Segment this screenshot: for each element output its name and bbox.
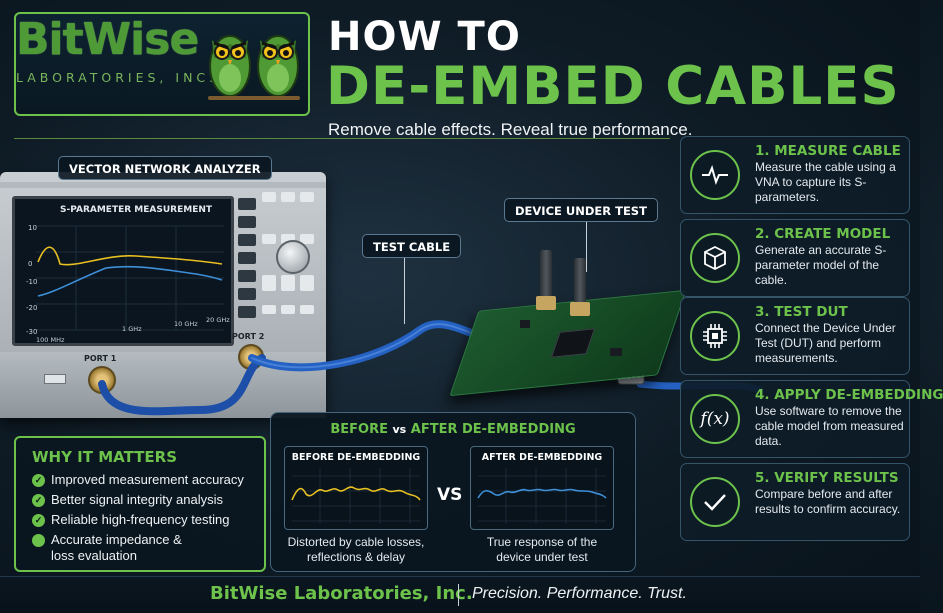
callout-test-cable: TEST CABLE: [362, 234, 462, 258]
why-title: WHY IT MATTERS: [32, 448, 177, 466]
before-chart-title: BEFORE DE-EMBEDDING: [291, 452, 421, 463]
step-measure-cable: 1. MEASURE CABLE Measure the cable using…: [680, 136, 910, 214]
vna-top-bezel: [0, 182, 326, 188]
checkmark-icon: [690, 477, 740, 527]
logo-subtitle: LABORATORIES, INC.: [16, 70, 218, 85]
why-item: ✓Accurate impedance & loss evaluation: [25, 532, 182, 563]
check-icon: ✓: [32, 494, 45, 507]
before-chart: [284, 446, 428, 530]
vna-xtick: 1 GHz: [122, 325, 142, 333]
footer-brand: BitWise Laboratories, Inc.: [210, 583, 473, 604]
vna-ytick: -30: [26, 328, 38, 336]
dut-probe: [574, 258, 586, 306]
owl-mascot-icon: [208, 35, 300, 100]
check-icon: ✓: [32, 514, 45, 527]
step-apply-de-embedding: f(x) 4. APPLY DE-EMBEDDING Use software …: [680, 380, 943, 458]
step-title: 4. APPLY DE-EMBEDDING: [755, 387, 943, 403]
step-title: 5. VERIFY RESULTS: [755, 470, 899, 486]
after-chart-title: AFTER DE-EMBEDDING: [481, 452, 603, 463]
dut-component: [610, 348, 622, 356]
check-icon: ✓: [25, 534, 45, 547]
step-title: 1. MEASURE CABLE: [755, 143, 901, 159]
dut-sma-connector: [536, 296, 556, 310]
logo-wordmark: BitWise: [16, 14, 199, 65]
callout-line: [404, 258, 405, 324]
after-caption: True response of the device under test: [486, 535, 598, 564]
step-desc: Compare before and after results to conf…: [755, 487, 901, 516]
after-chart: [470, 446, 614, 530]
function-icon: f(x): [690, 394, 740, 444]
step-verify-results: 5. VERIFY RESULTS Compare before and aft…: [680, 463, 910, 541]
before-caption: Distorted by cable losses, reflections &…: [287, 535, 425, 564]
before-chart-plot: [291, 468, 421, 524]
callout-line: [586, 222, 587, 272]
footer-bar: [0, 576, 920, 613]
vna-xtick: 10 GHz: [174, 320, 198, 328]
why-item: ✓Reliable high-frequency testing: [32, 512, 262, 528]
vna-power-button: [44, 374, 66, 384]
vna-ytick: -20: [26, 304, 38, 312]
callout-vna: VECTOR NETWORK ANALYZER: [58, 156, 272, 180]
callout-dut: DEVICE UNDER TEST: [504, 198, 658, 222]
page-subtitle: Remove cable effects. Reveal true perfor…: [328, 120, 693, 139]
vna-ytick: 10: [28, 224, 37, 232]
vna-port2-label: PORT 2: [232, 332, 265, 341]
why-it-matters-panel: [14, 436, 266, 572]
dut-sma-connector: [570, 302, 590, 316]
footer-tagline: Precision. Performance. Trust.: [472, 585, 687, 602]
vna-plot: [36, 225, 224, 331]
dut-component: [520, 320, 530, 328]
why-item: ✓Improved measurement accuracy: [32, 472, 262, 488]
before-after-title: BEFORE vs AFTER DE-EMBEDDING: [330, 422, 576, 437]
vna-xtick: 100 MHz: [36, 336, 65, 344]
vna-softkeys: [238, 198, 256, 338]
page-title-line2: DE-EMBED CABLES: [326, 56, 900, 117]
step-desc: Measure the cable using a VNA to capture…: [755, 160, 896, 204]
vna-knob: [276, 240, 310, 274]
vna-keypad-lower: [262, 282, 318, 322]
step-title: 3. TEST DUT: [755, 304, 848, 320]
title-divider: [14, 138, 670, 139]
step-desc: Use software to remove the cable model f…: [755, 404, 904, 448]
waveform-icon: [690, 150, 740, 200]
why-item: ✓Better signal integrity analysis: [32, 492, 262, 508]
check-icon: ✓: [32, 474, 45, 487]
cube-icon: [690, 233, 740, 283]
vna-keypad: [262, 192, 318, 312]
vs-label: VS: [437, 485, 463, 505]
vna-ytick: 0: [28, 260, 33, 268]
step-desc: Generate an accurate S-parameter model o…: [755, 243, 887, 287]
step-title: 2. CREATE MODEL: [755, 226, 891, 242]
step-test-dut: 3. TEST DUT Connect the Device Under Tes…: [680, 297, 910, 375]
vna-screen-title: S-PARAMETER MEASUREMENT: [60, 205, 213, 215]
page-title-line1: HOW TO: [328, 14, 521, 60]
dut-probe: [540, 250, 552, 300]
chip-icon: [690, 311, 740, 361]
vna-ytick: -10: [26, 278, 38, 286]
footer-divider: [458, 584, 459, 606]
step-desc: Connect the Device Under Test (DUT) and …: [755, 321, 896, 365]
step-create-model: 2. CREATE MODEL Generate an accurate S-p…: [680, 219, 910, 297]
after-chart-plot: [477, 468, 607, 524]
vna-port1-label: PORT 1: [84, 354, 117, 363]
vna-xtick: 20 GHz: [206, 316, 230, 324]
vna-screen: [12, 196, 234, 346]
